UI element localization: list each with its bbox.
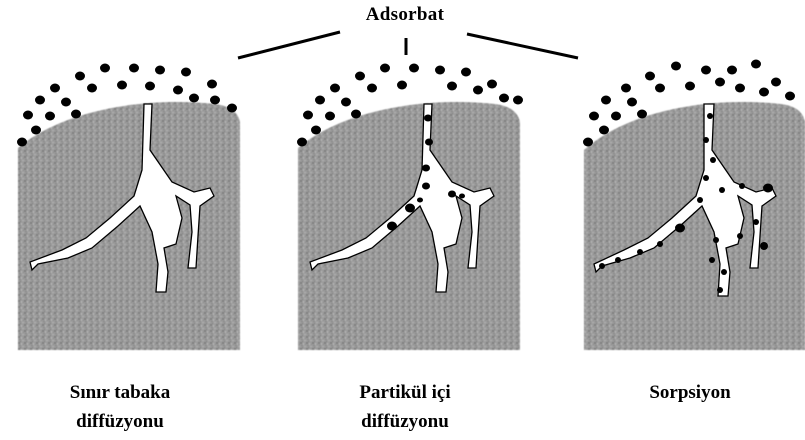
connector-left [238,32,340,58]
particle-body [584,102,805,350]
particle-body [18,102,240,350]
particle-body [298,102,520,350]
caption-sorption: Sorpsiyon [590,378,790,407]
caption-line: diffüzyonu [300,407,510,436]
caption-line: Partikül içi [300,378,510,407]
caption-line: Sınır tabaka [20,378,220,407]
caption-intraparticle: Partikül içi diffüzyonu [300,378,510,436]
connector-lines [238,32,578,58]
panel-sorption [583,60,805,351]
caption-line: diffüzyonu [20,407,220,436]
caption-boundary-layer: Sınır tabaka diffüzyonu [20,378,220,436]
panel-boundary-layer-diffusion [17,64,240,351]
caption-line: Sorpsiyon [590,378,790,407]
connector-right [467,34,578,58]
diagram-title: Adsorbat [320,4,490,26]
panel-intraparticle-diffusion [297,64,523,351]
